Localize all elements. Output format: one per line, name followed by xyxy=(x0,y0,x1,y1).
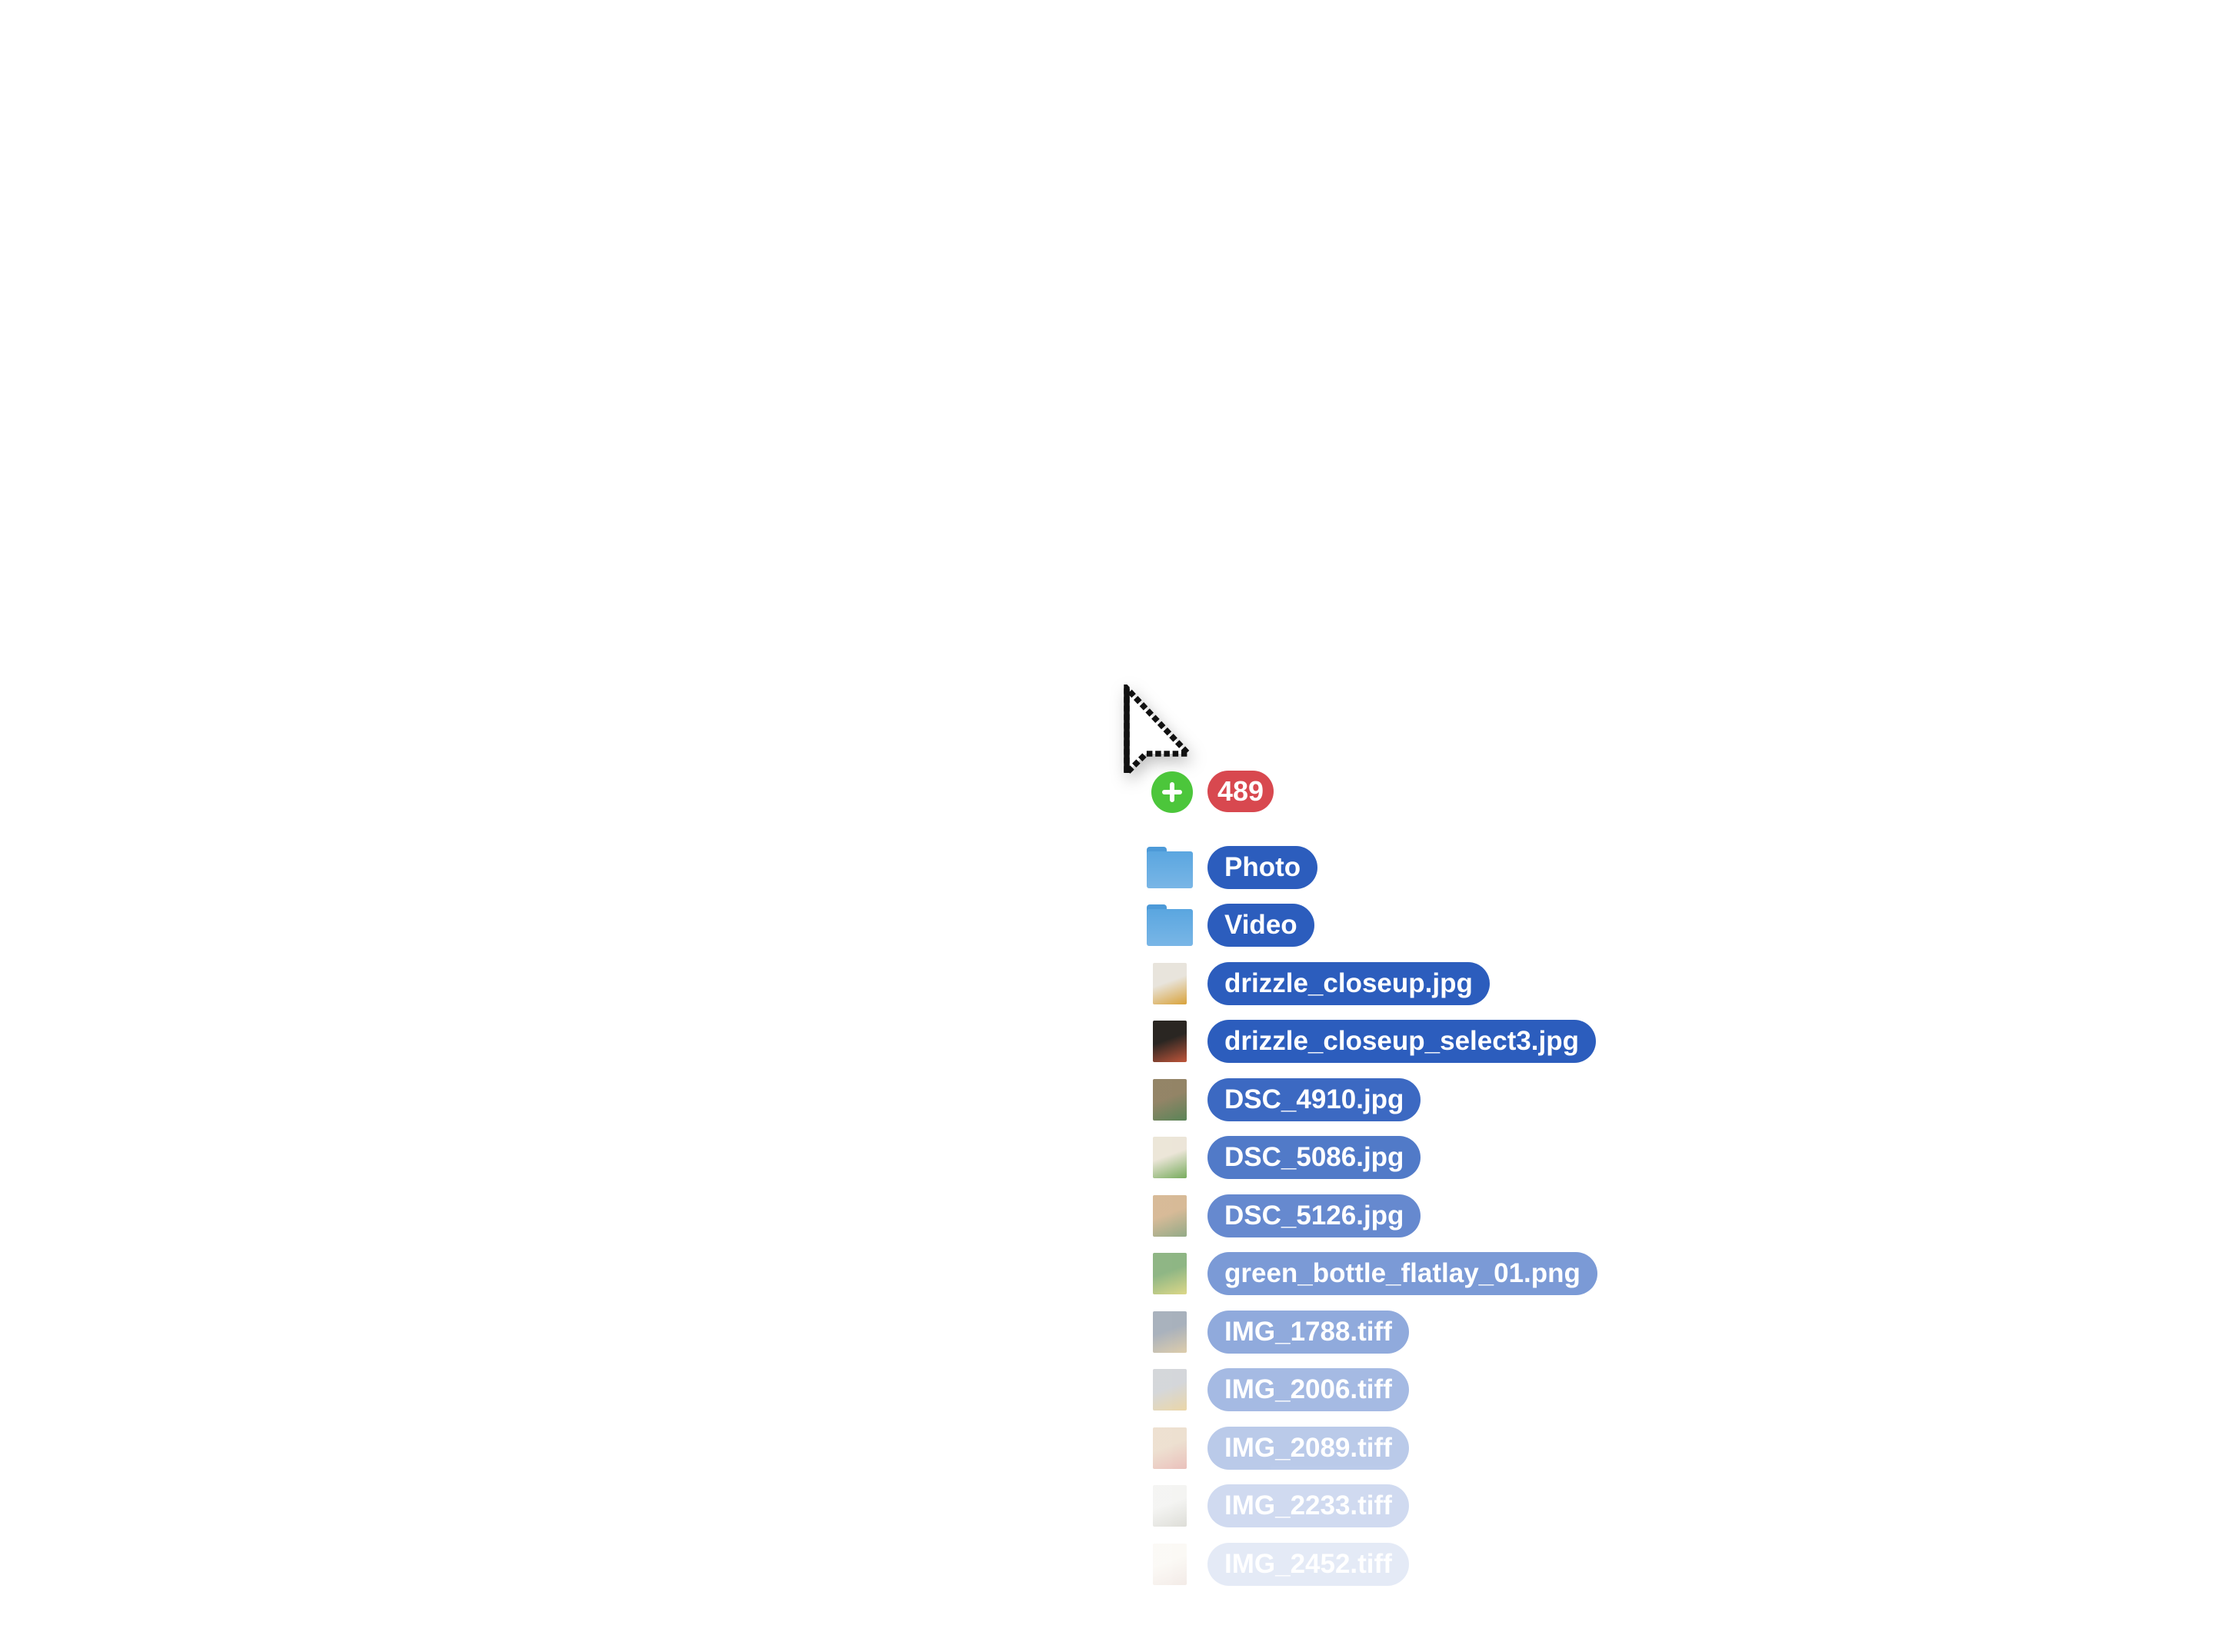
image-thumbnail-icon xyxy=(1143,1251,1197,1297)
folder-shape xyxy=(1147,846,1193,888)
arrow-cursor-icon xyxy=(1124,684,1195,781)
thumbnail xyxy=(1153,1369,1187,1411)
thumbnail xyxy=(1153,962,1187,1004)
file-item: IMG_2452.tiff xyxy=(1143,1535,1597,1594)
image-thumbnail-icon xyxy=(1143,1018,1197,1064)
image-thumbnail-icon xyxy=(1143,961,1197,1007)
drag-count-badge: 489 xyxy=(1207,771,1274,812)
file-item: IMG_2089.tiff xyxy=(1143,1419,1597,1477)
thumbnail xyxy=(1153,1021,1187,1063)
folder-body xyxy=(1147,909,1193,947)
plus-circle-icon xyxy=(1151,771,1193,813)
item-name-label: drizzle_closeup.jpg xyxy=(1207,961,1490,1005)
folder-icon xyxy=(1143,844,1197,891)
item-name-label: IMG_2452.tiff xyxy=(1207,1542,1409,1586)
file-item: drizzle_closeup_select3.jpg xyxy=(1143,1013,1597,1071)
file-item: DSC_5126.jpg xyxy=(1143,1187,1597,1245)
item-name-label: IMG_2233.tiff xyxy=(1207,1484,1409,1528)
folder-item: Video xyxy=(1143,897,1597,955)
folder-tab xyxy=(1147,846,1167,854)
item-name-label: Photo xyxy=(1207,845,1318,889)
item-name-label: green_bottle_flatlay_01.png xyxy=(1207,1252,1597,1296)
thumbnail xyxy=(1153,1543,1187,1585)
file-item: DSC_4910.jpg xyxy=(1143,1071,1597,1129)
folder-icon xyxy=(1143,902,1197,948)
thumbnail xyxy=(1153,1253,1187,1295)
item-name-label: IMG_2006.tiff xyxy=(1207,1368,1409,1412)
thumbnail xyxy=(1153,1194,1187,1237)
file-item: IMG_1788.tiff xyxy=(1143,1303,1597,1361)
image-thumbnail-icon xyxy=(1143,1077,1197,1123)
file-item: DSC_5086.jpg xyxy=(1143,1129,1597,1187)
thumbnail xyxy=(1153,1311,1187,1353)
image-thumbnail-icon xyxy=(1143,1134,1197,1181)
image-thumbnail-icon xyxy=(1143,1193,1197,1239)
thumbnail xyxy=(1153,1078,1187,1121)
item-name-label: IMG_2089.tiff xyxy=(1207,1426,1409,1470)
item-name-label: IMG_1788.tiff xyxy=(1207,1310,1409,1354)
item-name-label: DSC_5086.jpg xyxy=(1207,1136,1421,1180)
image-thumbnail-icon xyxy=(1143,1309,1197,1355)
image-thumbnail-icon xyxy=(1143,1541,1197,1587)
image-thumbnail-icon xyxy=(1143,1483,1197,1529)
folder-item: Photo xyxy=(1143,838,1597,897)
file-item: green_bottle_flatlay_01.png xyxy=(1143,1245,1597,1304)
folder-body xyxy=(1147,851,1193,888)
file-item: IMG_2006.tiff xyxy=(1143,1361,1597,1420)
folder-shape xyxy=(1147,904,1193,947)
image-thumbnail-icon xyxy=(1143,1367,1197,1413)
item-name-label: DSC_5126.jpg xyxy=(1207,1194,1421,1237)
thumbnail xyxy=(1153,1485,1187,1527)
item-name-label: DSC_4910.jpg xyxy=(1207,1077,1421,1121)
file-item: IMG_2233.tiff xyxy=(1143,1477,1597,1536)
item-name-label: Video xyxy=(1207,904,1314,948)
folder-tab xyxy=(1147,904,1167,913)
thumbnail xyxy=(1153,1427,1187,1469)
image-thumbnail-icon xyxy=(1143,1425,1197,1471)
item-name-label: drizzle_closeup_select3.jpg xyxy=(1207,1020,1597,1064)
thumbnail xyxy=(1153,1137,1187,1179)
file-item: drizzle_closeup.jpg xyxy=(1143,954,1597,1013)
